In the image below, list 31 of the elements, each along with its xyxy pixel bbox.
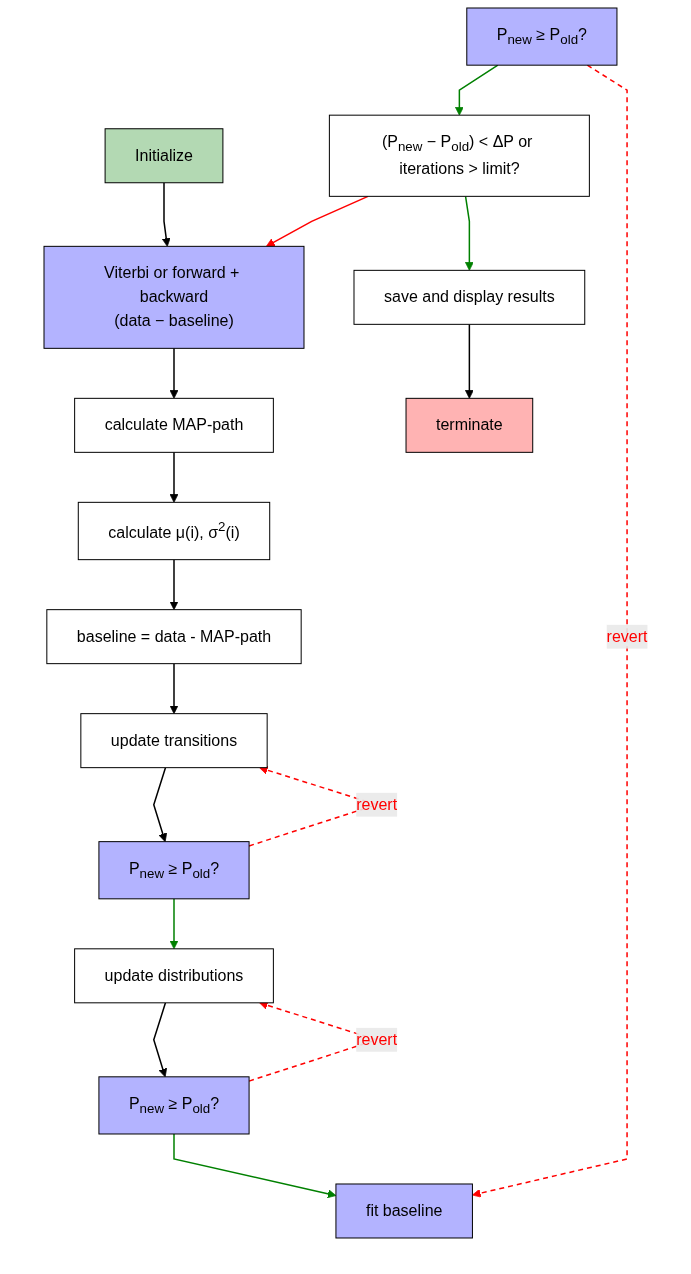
arrow <box>161 182 171 247</box>
arrow <box>152 766 167 843</box>
arrow <box>454 64 499 116</box>
arrow <box>169 558 179 611</box>
arrow <box>464 195 474 271</box>
node-box: update transitions <box>80 713 268 769</box>
node-box: save and display results <box>353 269 585 325</box>
node-box: P$_{new}$ ≥ P$_{old}$? <box>98 1076 250 1135</box>
node-box: update distributions <box>73 948 274 1004</box>
node-box: P$_{new}$ ≥ P$_{old}$? <box>466 7 618 66</box>
arrow <box>152 1002 167 1078</box>
edge-label: revert <box>355 1030 397 1048</box>
node-box: Viterbi or forward + backward (data − baseline) <box>43 245 305 349</box>
node-box: fit baseline <box>335 1183 473 1239</box>
node-box: terminate <box>405 397 533 453</box>
node-box: calculate MAP-path <box>73 397 274 453</box>
arrow <box>265 195 369 247</box>
node-box: baseline = data - MAP-path <box>46 609 302 665</box>
node-box: (P$_{new}$ − P$_{old}$) < ΔP or iterations > limit? <box>328 114 590 197</box>
node-box: P$_{new}$ ≥ P$_{old}$? <box>98 841 250 900</box>
arrow <box>464 323 474 399</box>
edge-label: revert <box>606 627 648 645</box>
arrow <box>471 64 628 1198</box>
node-box: Initialize <box>104 128 224 184</box>
arrow <box>169 662 179 715</box>
arrow <box>173 1133 337 1199</box>
arrow <box>169 898 179 950</box>
edge-label: revert <box>355 795 397 813</box>
node-box: calculate μ(i), σ$^{2}$(i) <box>77 501 270 561</box>
arrow <box>169 451 179 503</box>
arrow <box>169 347 179 399</box>
